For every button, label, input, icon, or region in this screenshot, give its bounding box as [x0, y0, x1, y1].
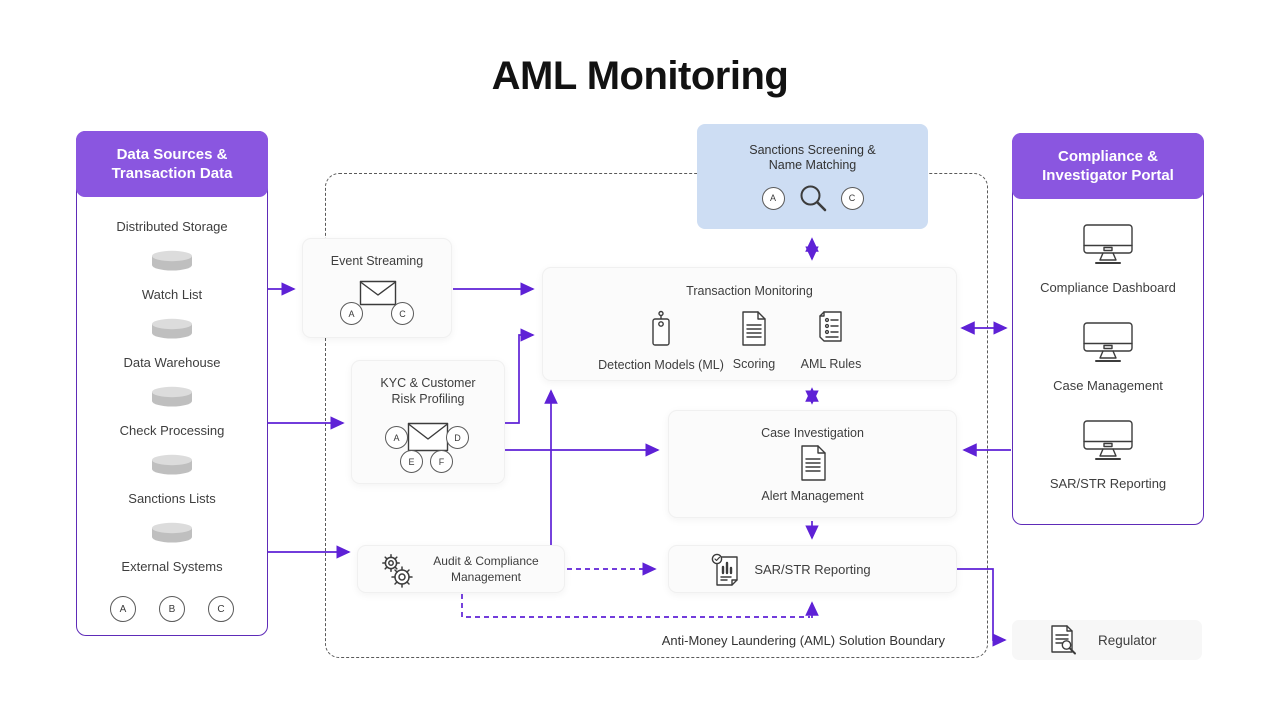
report-chart-icon: [711, 553, 738, 586]
portal-item-case-management: Case Management: [1053, 321, 1163, 393]
badge-f: F: [430, 450, 453, 473]
monitor-icon: [1083, 420, 1133, 460]
tm-component-scoring: Scoring: [721, 310, 787, 371]
data-sources-panel: Data Sources & Transaction Data Distribu…: [76, 131, 268, 636]
tm-component-aml-rules: AML Rules: [791, 310, 871, 371]
data-sources-panel-header: Data Sources & Transaction Data: [76, 131, 268, 197]
sar-str-reporting-box: SAR/STR Reporting: [668, 545, 957, 593]
rules-list-icon: [819, 311, 842, 342]
sar-str-reporting-label: SAR/STR Reporting: [754, 562, 871, 577]
data-source-label: Check Processing: [119, 423, 225, 438]
audit-compliance-box: Audit & Compliance Management: [357, 545, 565, 593]
compliance-portal-list: Compliance Dashboard Case Management SAR…: [1013, 200, 1203, 524]
badge-b: B: [159, 596, 185, 622]
envelope-icon: [359, 280, 397, 306]
gears-icon: [382, 554, 413, 588]
page-title: AML Monitoring: [491, 54, 789, 98]
data-sources-badges: A B C: [110, 596, 234, 622]
badge-a: A: [110, 596, 136, 622]
database-cylinder-icon: [152, 522, 192, 543]
envelope-icon: [407, 422, 449, 452]
event-streaming-box: Event Streaming A C: [302, 238, 452, 338]
monitor-icon: [1083, 322, 1133, 362]
compliance-portal-header-line2: Investigator Portal: [1042, 167, 1174, 184]
data-source-label: Distributed Storage: [116, 219, 228, 234]
badge-a: A: [761, 186, 785, 210]
portal-item-sar-str-reporting: SAR/STR Reporting: [1050, 419, 1166, 491]
kyc-title: KYC & Customer Risk Profiling: [380, 376, 476, 406]
data-sources-header-line1: Data Sources &: [116, 146, 228, 163]
aml-solution-boundary: Anti-Money Laundering (AML) Solution Bou…: [325, 173, 988, 658]
regulated-document-icon: [1051, 625, 1076, 655]
data-source-label: Data Warehouse: [123, 355, 221, 370]
data-sources-header-line2: Transaction Data: [111, 165, 233, 182]
case-investigation-title: Case Investigation: [761, 426, 864, 440]
alert-management-label: Alert Management: [761, 489, 864, 503]
document-icon: [800, 445, 826, 481]
event-streaming-label: Event Streaming: [330, 254, 424, 268]
portal-item-compliance-dashboard: Compliance Dashboard: [1040, 223, 1176, 295]
badge-c: C: [391, 302, 414, 325]
database-cylinder-icon: [152, 454, 192, 475]
kyc-risk-profiling-box: KYC & Customer Risk Profiling A D E F: [351, 360, 505, 484]
database-cylinder-icon: [152, 318, 192, 339]
compliance-portal-header-line1: Compliance &: [1057, 148, 1159, 165]
compliance-portal-panel: Compliance & Investigator Portal Complia…: [1012, 133, 1204, 525]
transaction-monitoring-box: Transaction Monitoring Detection Models …: [542, 267, 957, 381]
regulator-label: Regulator: [1098, 632, 1157, 648]
monitor-icon: [1083, 224, 1133, 264]
tm-component-detection-models: Detection Models (ML): [571, 310, 751, 372]
data-source-label: Watch List: [141, 287, 203, 302]
compliance-portal-header: Compliance & Investigator Portal: [1012, 133, 1204, 199]
document-icon: [742, 311, 766, 346]
data-source-label: Sanctions Lists: [128, 491, 216, 506]
data-sources-list: Distributed Storage Watch List Data Ware…: [77, 198, 267, 635]
badge-d: D: [446, 426, 469, 449]
regulator-box: Regulator: [1012, 620, 1202, 660]
badge-a: A: [340, 302, 363, 325]
database-cylinder-icon: [152, 386, 192, 407]
transaction-monitoring-title: Transaction Monitoring: [686, 284, 813, 298]
data-source-label: External Systems: [121, 559, 223, 574]
badge-a: A: [385, 426, 408, 449]
badge-c: C: [208, 596, 234, 622]
tag-icon: [652, 310, 670, 346]
aml-solution-boundary-label: Anti-Money Laundering (AML) Solution Bou…: [661, 633, 945, 648]
badge-e: E: [400, 450, 423, 473]
badge-c: C: [840, 186, 864, 210]
audit-compliance-label: Audit & Compliance Management: [433, 554, 539, 584]
search-icon: [800, 185, 826, 212]
sanctions-screening-box: Sanctions Screening & Name Matching A C: [697, 124, 928, 229]
sanctions-screening-title: Sanctions Screening & Name Matching: [749, 143, 876, 172]
case-investigation-box: Case Investigation Alert Management: [668, 410, 957, 518]
database-cylinder-icon: [152, 250, 192, 271]
